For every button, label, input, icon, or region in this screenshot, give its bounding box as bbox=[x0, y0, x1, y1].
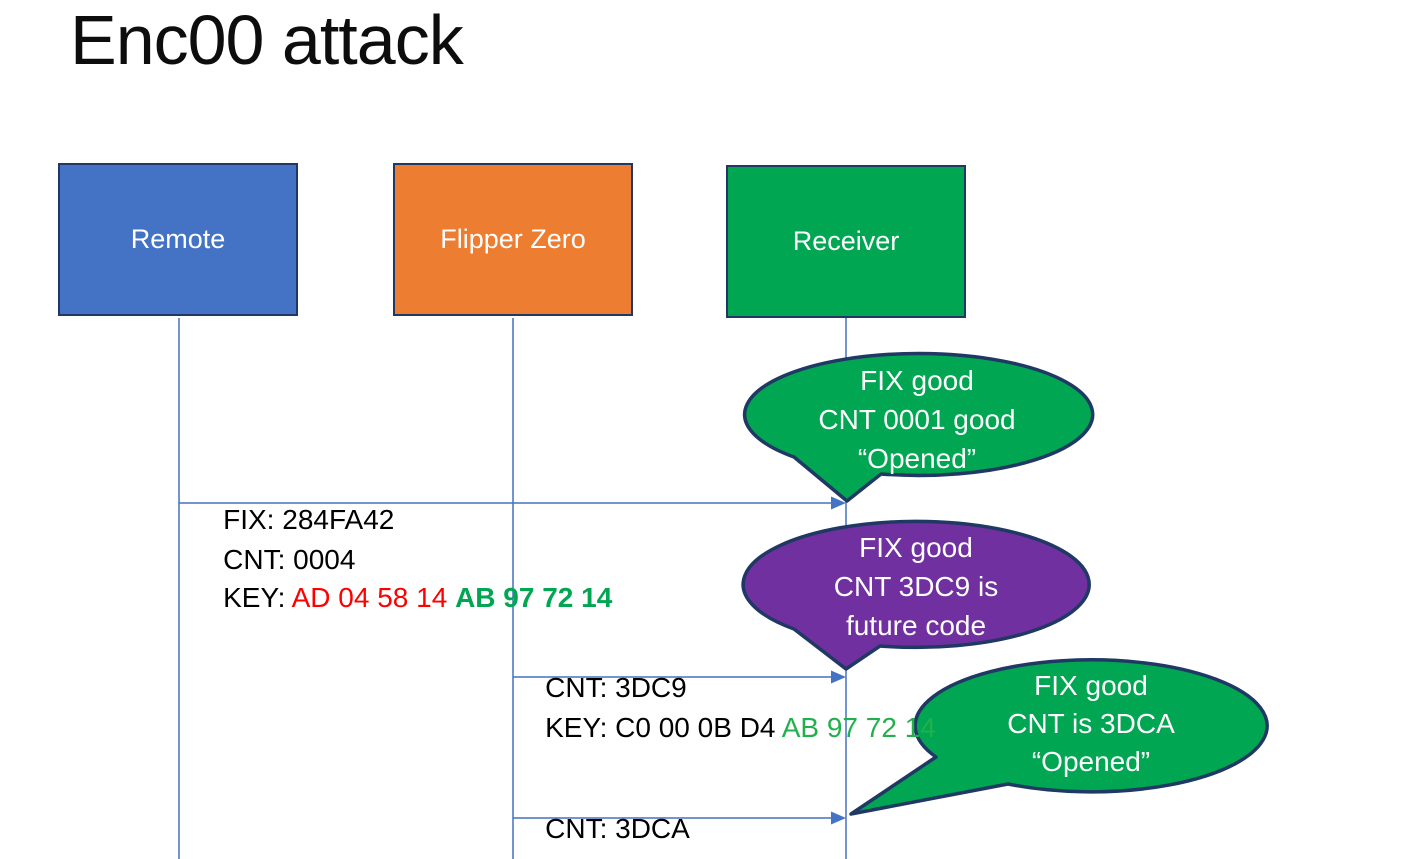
message-3-key-fixed-bytes: AB 97 72 14 bbox=[776, 854, 930, 859]
callout-3-line-2: CNT is 3DCA bbox=[1007, 708, 1175, 739]
message-1-cnt-text: CNT: 0004 bbox=[223, 544, 356, 575]
callout-2-line-3: future code bbox=[845, 610, 987, 641]
message-2-cnt-line: CNT: 3DC9 bbox=[514, 638, 687, 737]
message-1-key-changed-bytes: AD 04 58 14 bbox=[291, 582, 456, 613]
actor-label-remote: Remote bbox=[130, 224, 226, 254]
callout-1-line-3: “Opened” bbox=[857, 443, 977, 474]
message-3-cnt-text: CNT: 3DCA bbox=[545, 813, 690, 844]
message-1-key-fixed-bytes: AB 97 72 14 bbox=[455, 582, 613, 613]
message-3-key-line: KEY: C0 02 8A 33 AB 97 72 14 bbox=[514, 820, 930, 859]
message-2-key-fixed-bytes: AB 97 72 14 bbox=[781, 712, 936, 743]
callout-3-text: FIX good CNT is 3DCA “Opened” bbox=[911, 667, 1271, 781]
callout-2-line-2: CNT 3DC9 is bbox=[833, 571, 999, 602]
message-2-key-line: KEY: C0 00 0B D4 AB 97 72 14 bbox=[514, 678, 936, 777]
message-arrow-3-head bbox=[831, 811, 846, 825]
actor-label-receiver: Receiver bbox=[792, 226, 900, 256]
actor-label-flipper-zero: Flipper Zero bbox=[440, 224, 586, 254]
message-1-key-line: KEY: AD 04 58 14 AB 97 72 14 bbox=[192, 548, 612, 647]
callout-2-text: FIX good CNT 3DC9 is future code bbox=[736, 528, 1096, 645]
callout-1-line-2: CNT 0001 good bbox=[818, 404, 1016, 435]
message-arrow-1-head bbox=[831, 496, 846, 510]
page-title: Enc00 attack bbox=[70, 1, 464, 79]
actor-box-receiver: Receiver bbox=[726, 165, 966, 318]
message-2-cnt-text: CNT: 3DC9 bbox=[545, 672, 687, 703]
message-3-cnt-line: CNT: 3DCA bbox=[514, 779, 690, 859]
callout-3-line-1: FIX good bbox=[1034, 670, 1148, 701]
callout-bubble-2 bbox=[741, 519, 1091, 671]
message-1-fix-line: FIX: 284FA42 bbox=[192, 470, 394, 569]
callout-1-line-1: FIX good bbox=[860, 365, 974, 396]
message-3-key-prefix: KEY: C0 02 8A 33 bbox=[545, 854, 775, 859]
message-1-key-prefix: KEY: bbox=[223, 582, 292, 613]
callout-bubble-3 bbox=[849, 658, 1269, 816]
message-1-cnt-line: CNT: 0004 bbox=[192, 510, 355, 609]
callout-1-text: FIX good CNT 0001 good “Opened” bbox=[737, 361, 1097, 478]
message-2-key-prefix: KEY: C0 00 0B D4 bbox=[545, 712, 782, 743]
message-1-fix-text: FIX: 284FA42 bbox=[223, 504, 395, 535]
callout-3-line-3: “Opened” bbox=[1031, 746, 1151, 777]
callout-2-line-1: FIX good bbox=[859, 532, 973, 563]
message-arrow-2-head bbox=[831, 670, 846, 684]
callout-bubble-1 bbox=[742, 351, 1095, 503]
actor-box-flipper-zero: Flipper Zero bbox=[393, 163, 633, 316]
actor-box-remote: Remote bbox=[58, 163, 298, 316]
